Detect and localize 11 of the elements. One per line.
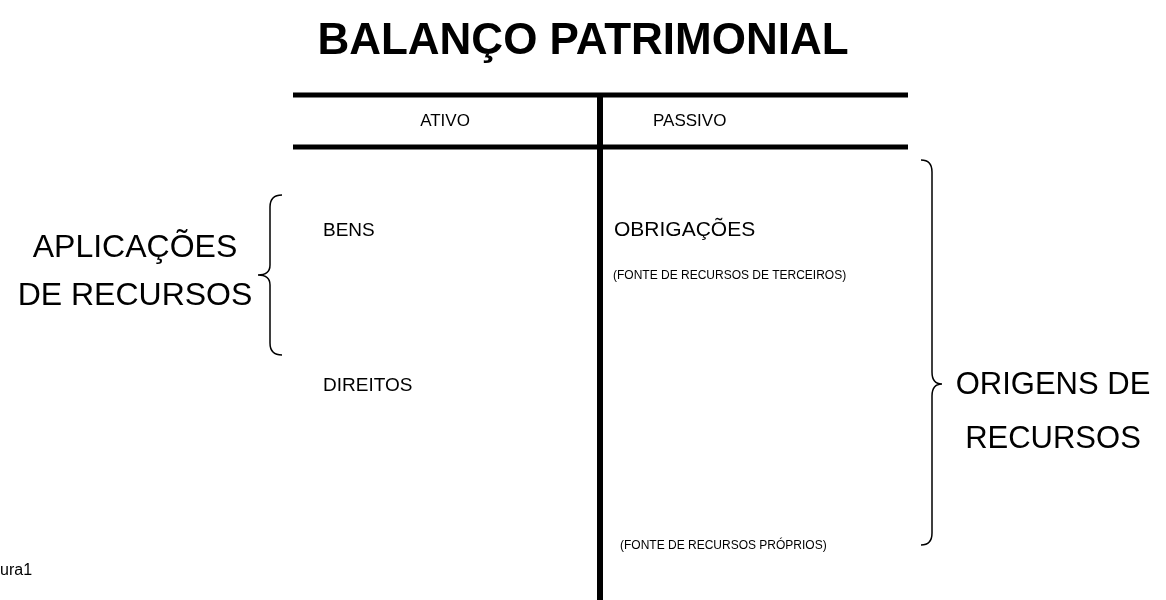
- column-header: PASSIVO: [653, 110, 727, 132]
- account-label: DIREITOS: [323, 373, 413, 397]
- note: (FONTE DE RECURSOS PRÓPRIOS): [620, 537, 827, 553]
- note: (FONTE DE RECURSOS DE TERCEIROS): [613, 267, 847, 283]
- figure-caption: ura1: [0, 560, 33, 580]
- account-label: OBRIGAÇÕES: [614, 216, 756, 242]
- account-label: BENS: [323, 218, 375, 242]
- side-label: APLICAÇÕES DE RECURSOS: [16, 227, 254, 314]
- title: BALANÇO PATRIMONIAL: [316, 14, 850, 64]
- side-label: ORIGENS DE RECURSOS: [954, 365, 1152, 457]
- column-header: ATIVO: [419, 110, 471, 132]
